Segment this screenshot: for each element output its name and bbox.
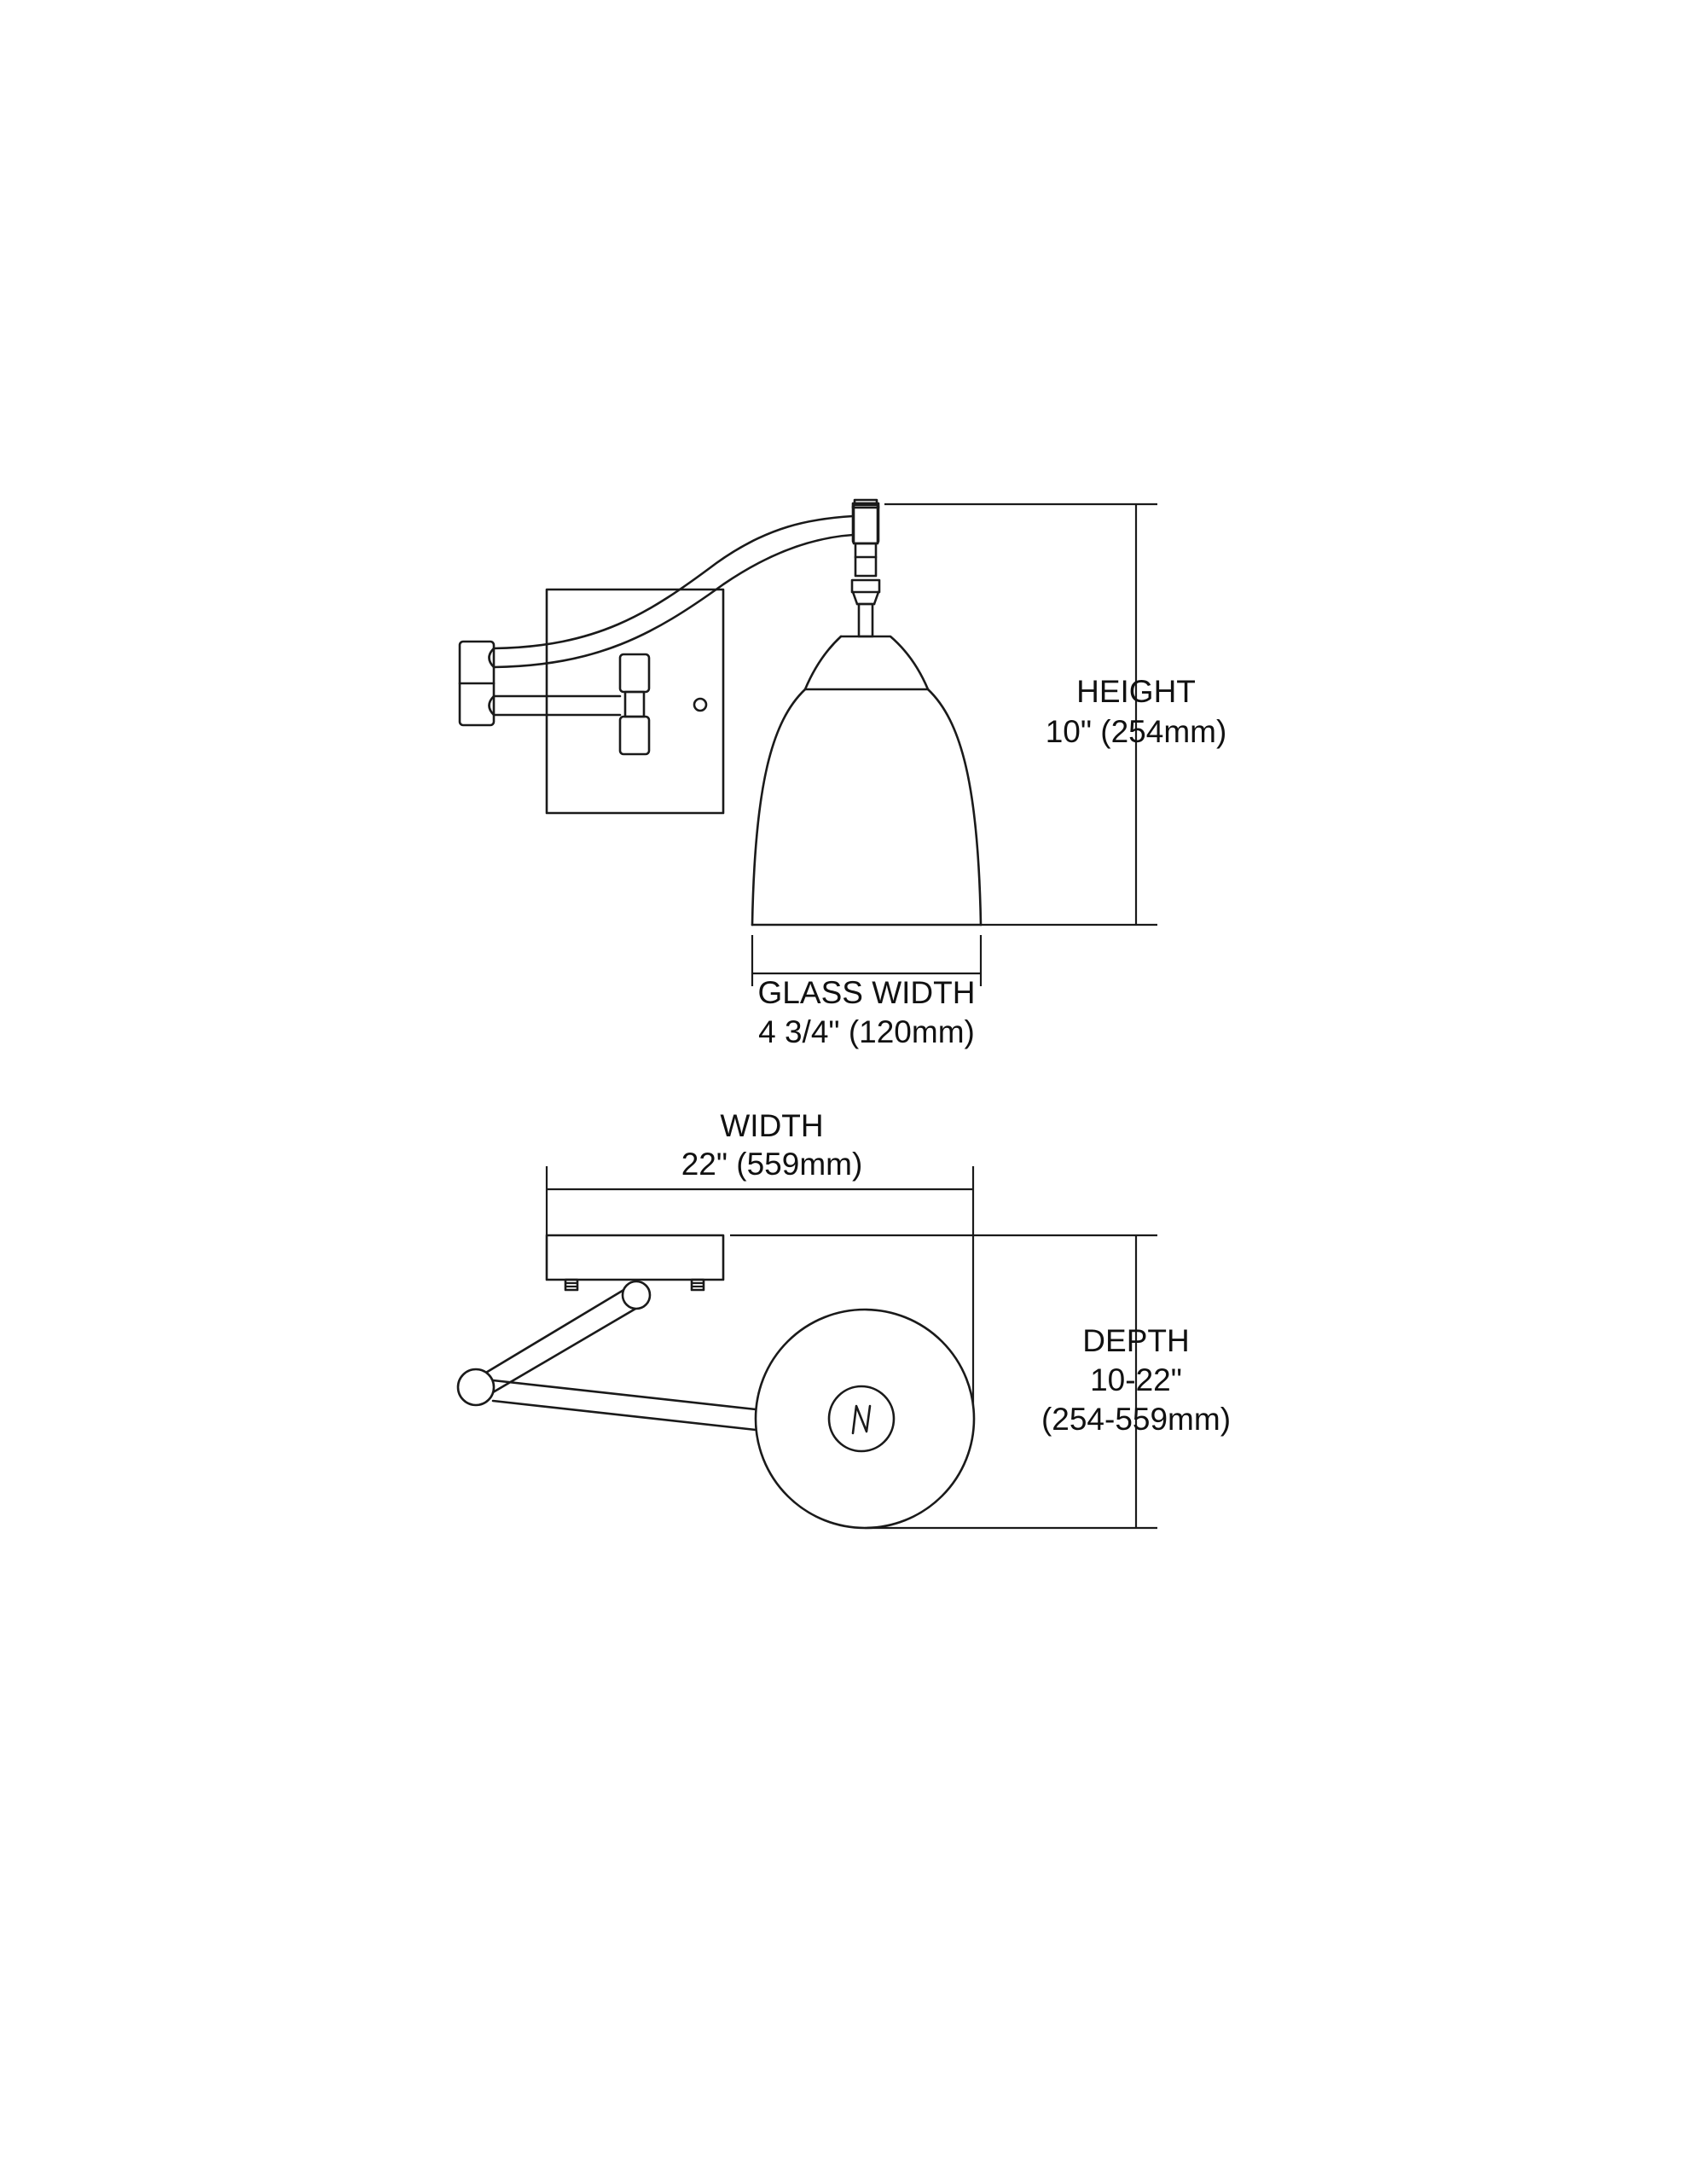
arm-link-upper bbox=[483, 1285, 643, 1394]
glass-shade bbox=[751, 635, 983, 926]
depth-value: 10-22" bbox=[1090, 1362, 1182, 1397]
mount-bracket-bottom bbox=[618, 715, 651, 756]
depth-dimension bbox=[730, 1234, 1157, 1530]
socket-symbol bbox=[851, 1404, 872, 1435]
finial bbox=[852, 502, 879, 545]
arm-link-lower bbox=[491, 1379, 757, 1432]
depth-value-metric: (254-559mm) bbox=[1041, 1402, 1231, 1437]
width-value: 22" (559mm) bbox=[681, 1147, 863, 1182]
wall-backplate bbox=[545, 588, 725, 815]
height-value: 10" (254mm) bbox=[1046, 714, 1227, 749]
depth-label: DEPTH bbox=[1082, 1323, 1189, 1358]
plate-screw-left bbox=[564, 1278, 579, 1292]
glass-width-value: 4 3/4" (120mm) bbox=[758, 1014, 975, 1049]
top-view: WIDTH 22" (559mm) bbox=[456, 1108, 1231, 1530]
backplate-screw bbox=[693, 697, 708, 712]
arm-pivot-upper bbox=[621, 1280, 652, 1310]
lower-arm bbox=[488, 694, 622, 717]
height-label: HEIGHT bbox=[1076, 674, 1196, 709]
plate-screw-right bbox=[690, 1278, 705, 1292]
shade-top-view bbox=[754, 1308, 976, 1530]
height-dimension bbox=[884, 502, 1157, 926]
width-dimension bbox=[545, 1166, 975, 1419]
swivel-joint bbox=[850, 498, 881, 638]
wall-plate-top bbox=[545, 1234, 725, 1281]
mount-bracket-top bbox=[618, 653, 651, 694]
glass-width-label: GLASS WIDTH bbox=[758, 975, 976, 1010]
socket-top-view bbox=[827, 1385, 896, 1453]
front-view: HEIGHT 10" (254mm) GLASS WIDTH 4 3/4" (1… bbox=[458, 498, 1227, 1049]
upper-curved-arm bbox=[488, 514, 855, 669]
arm-pivot-elbow bbox=[456, 1368, 496, 1407]
glass-width-dimension bbox=[751, 935, 983, 986]
width-label: WIDTH bbox=[720, 1108, 823, 1143]
